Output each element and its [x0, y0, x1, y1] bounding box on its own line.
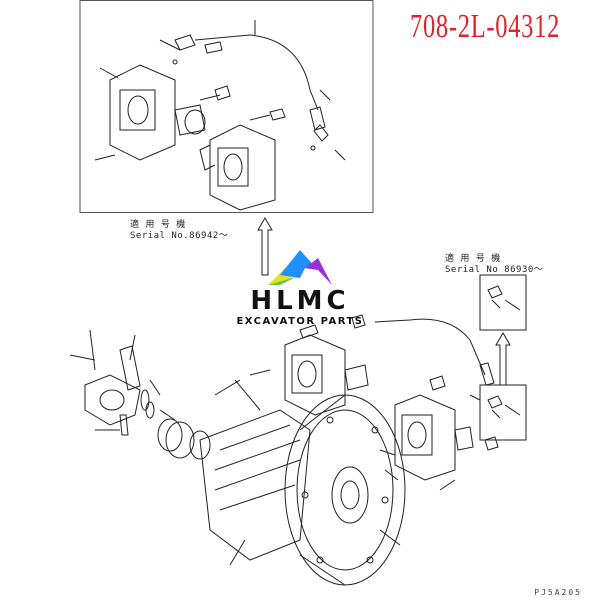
part-number: 708-2L-04312 — [410, 8, 561, 45]
detail-box-right-top — [479, 274, 527, 331]
middle-valve-assembly — [214, 314, 495, 416]
left-flange-parts — [69, 329, 211, 460]
watermark-brand: HLMC — [250, 286, 350, 316]
main-pump — [199, 394, 406, 586]
serial-note-label: 適 用 号 機 — [130, 220, 186, 230]
serial-note-right: 適 用 号 機 Serial No 86930～ — [445, 254, 543, 276]
upper-valve-assembly — [94, 20, 346, 211]
detail-box-upper — [79, 0, 374, 213]
serial-note-label: 適 用 号 機 — [445, 254, 501, 264]
serial-note-upper: 適 用 号 機 Serial No.86942～ — [130, 220, 228, 242]
right-detail-fittings — [487, 285, 521, 419]
arrow-up-upper — [257, 217, 273, 276]
serial-note-value: Serial No.86942～ — [130, 231, 229, 241]
watermark-tagline: EXCAVATOR PARTS — [236, 316, 364, 327]
serial-note-value: Serial No 86930～ — [445, 265, 544, 275]
detail-box-right-bottom — [479, 384, 527, 441]
arrow-up-right — [495, 332, 511, 386]
drawing-code: PJ5A205 — [534, 588, 582, 597]
